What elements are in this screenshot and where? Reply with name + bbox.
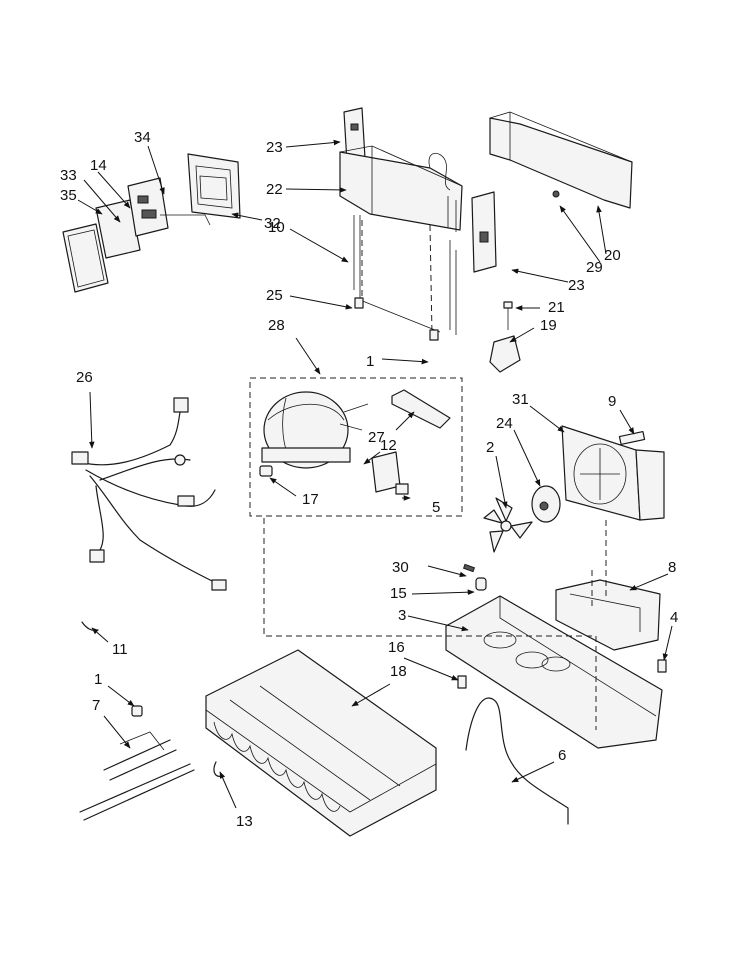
- callout-19: 19: [540, 317, 557, 334]
- callout-27: 27: [368, 429, 385, 446]
- callout-34: 34: [134, 129, 151, 146]
- grommet: [259, 465, 273, 477]
- mounting-bracket: [489, 335, 521, 373]
- fan-group: [483, 425, 665, 553]
- bracket-19-group: [489, 301, 521, 373]
- wire-harness-group: [71, 397, 227, 591]
- leader-lines: [77, 139, 673, 809]
- capacitor: [391, 389, 451, 429]
- defrost-heater: [79, 739, 195, 821]
- drain-tube: [465, 697, 569, 825]
- callout-24: 24: [496, 415, 513, 432]
- control-cover: [62, 223, 109, 293]
- callout-23-top: 23: [266, 139, 283, 156]
- callout-26: 26: [76, 369, 93, 386]
- callout-6: 6: [558, 747, 566, 764]
- compressor-kit-box: [249, 377, 463, 517]
- callout-5: 5: [432, 499, 440, 516]
- control-insulator: [95, 199, 141, 259]
- heater-group: [79, 705, 195, 821]
- callout-4: 4: [670, 609, 678, 626]
- callout-28: 28: [268, 317, 285, 334]
- base-pan-group: [445, 563, 667, 749]
- callout-2: 2: [486, 439, 494, 456]
- upper-assembly-group: [339, 107, 497, 341]
- callout-29: 29: [586, 259, 603, 276]
- shaft-pin: [618, 430, 646, 446]
- compressor-group: [249, 377, 463, 517]
- callout-8: 8: [668, 559, 676, 576]
- control-board: [127, 177, 169, 237]
- air-duct: [489, 117, 633, 209]
- callout-22: 22: [266, 181, 283, 198]
- callout-1-bottom: 1: [94, 671, 102, 688]
- callout-25: 25: [266, 287, 283, 304]
- evaporator: [205, 649, 437, 837]
- callout-35: 35: [60, 187, 77, 204]
- control-box-group: [62, 153, 241, 293]
- callout-32: 32: [264, 215, 281, 232]
- callout-20: 20: [604, 247, 621, 264]
- callout-16: 16: [388, 639, 405, 656]
- callout-11: 11: [112, 641, 128, 658]
- callout-21: 21: [548, 299, 565, 316]
- callout-12: 12: [380, 437, 397, 454]
- fan-blade: [483, 497, 533, 553]
- callout-33: 33: [60, 167, 77, 184]
- callout-17: 17: [302, 491, 319, 508]
- mounting-frame: [555, 579, 661, 651]
- callout-31: 31: [512, 391, 529, 408]
- callout-13: 13: [236, 813, 253, 830]
- callout-18: 18: [390, 663, 407, 680]
- callout-7: 7: [92, 697, 100, 714]
- callout-10: 10: [268, 219, 285, 236]
- callout-14: 14: [90, 157, 107, 174]
- callout-15: 15: [390, 585, 407, 602]
- duct-group: [489, 111, 633, 209]
- evaporator-group: [205, 649, 437, 837]
- drain-heater-tube: [339, 151, 463, 231]
- callout-3: 3: [398, 607, 406, 624]
- wire-harness: [79, 403, 183, 466]
- wire-clip: [81, 621, 99, 632]
- callout-23-right: 23: [568, 277, 585, 294]
- callout-labels: 1 1 2 3 4 5 6 7 8 9 10 11 12 13 14 15 16…: [60, 129, 678, 830]
- callout-1-top: 1: [366, 353, 374, 370]
- callout-30: 30: [392, 559, 409, 576]
- callout-9: 9: [608, 393, 616, 410]
